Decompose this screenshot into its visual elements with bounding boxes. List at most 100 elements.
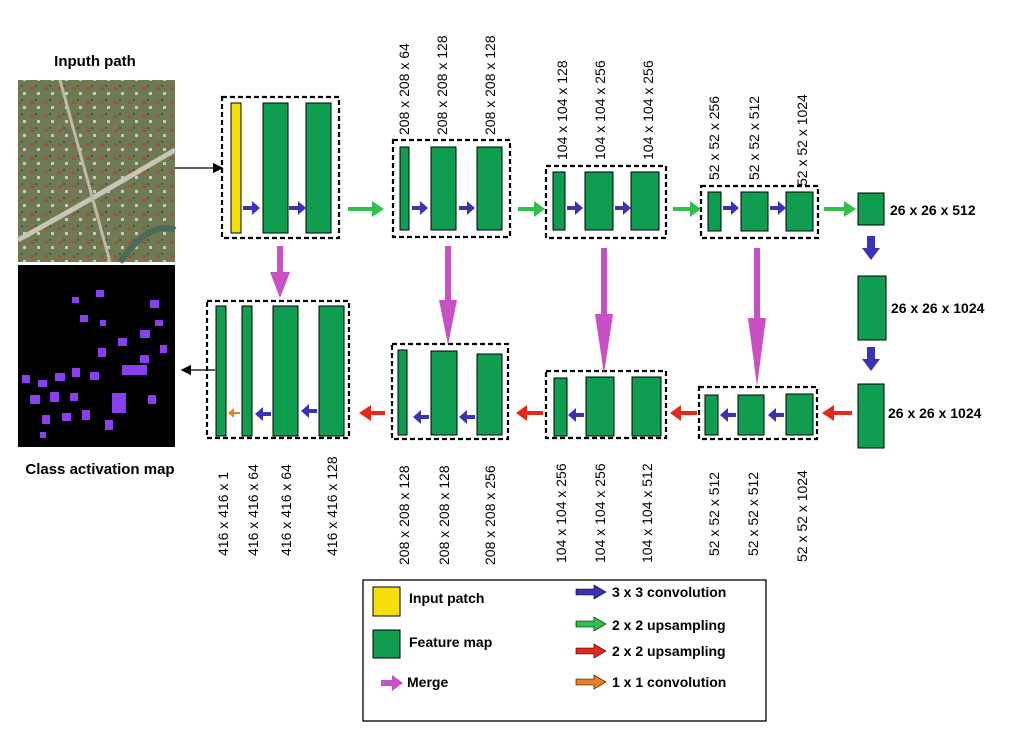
conv-arrow <box>289 201 306 215</box>
decoder-block-4 <box>697 385 819 441</box>
feature-map <box>857 383 885 449</box>
feature-map <box>430 146 457 231</box>
decoder-block-1 <box>205 299 351 440</box>
dim-label: 104 x 104 x 512 <box>639 463 655 563</box>
feature-map <box>740 191 769 232</box>
legend-orange-arrow <box>575 674 607 690</box>
legend-conv3-label: 3 x 3 convolution <box>612 584 726 600</box>
feature-map <box>857 192 885 226</box>
feature-map <box>399 146 410 231</box>
conv-arrow <box>459 201 475 215</box>
dim-label: 104 x 104 x 256 <box>592 60 608 160</box>
feature-map <box>631 376 662 437</box>
feature-map <box>305 102 332 234</box>
group-boxes <box>205 95 820 441</box>
dim-label: 26 x 26 x 1024 <box>891 300 985 316</box>
feature-map <box>262 102 289 234</box>
green-arrow <box>673 201 701 217</box>
bottleneck-feature-maps <box>857 192 887 449</box>
encoder-block-4 <box>699 184 820 240</box>
merge-arrow <box>595 248 613 374</box>
decoder-feature-maps <box>215 305 814 437</box>
decoder-block-3 <box>544 369 668 440</box>
legend-red-label: 2 x 2 upsampling <box>612 643 726 659</box>
legend: Input patch Feature map Merge 3 x 3 conv… <box>362 579 767 722</box>
dim-label: 416 x 416 x 64 <box>278 464 294 556</box>
dim-label: 208 x 208 x 128 <box>436 465 452 565</box>
input-patch-block <box>230 102 242 234</box>
green-arrow <box>824 201 856 217</box>
legend-merge-label: Merge <box>407 674 448 690</box>
feature-map <box>476 146 503 231</box>
dim-label: 208 x 208 x 128 <box>396 465 412 565</box>
feature-map <box>630 171 660 231</box>
conv-arrow <box>243 201 260 215</box>
dim-label: 208 x 208 x 128 <box>434 35 450 135</box>
bottleneck-labels: 26 x 26 x 512 26 x 26 x 1024 26 x 26 x 1… <box>888 202 985 421</box>
dim-label: 52 x 52 x 512 <box>746 96 762 180</box>
conv-arrow <box>413 410 429 424</box>
dim-label: 52 x 52 x 1024 <box>794 94 810 186</box>
legend-red-arrow <box>575 643 607 659</box>
feature-map <box>272 305 299 437</box>
dim-label: 208 x 208 x 128 <box>482 35 498 135</box>
conv-arrow <box>862 236 880 260</box>
feature-map <box>215 305 227 437</box>
feature-map <box>397 349 408 436</box>
dim-label: 416 x 416 x 1 <box>215 472 231 556</box>
conv-arrow <box>768 408 784 422</box>
conv-arrow <box>862 347 880 371</box>
conv-arrow <box>723 201 739 215</box>
feature-map <box>552 171 566 231</box>
legend-input-swatch <box>372 586 401 617</box>
legend-merge-arrow <box>381 675 403 691</box>
red-arrow <box>670 405 697 421</box>
legend-input-label: Input patch <box>409 590 484 606</box>
encoder-dim-labels: 208 x 208 x 64 208 x 208 x 128 208 x 208… <box>396 35 810 186</box>
dim-label: 26 x 26 x 512 <box>890 202 976 218</box>
legend-green-label: 2 x 2 upsampling <box>612 617 726 633</box>
class-activation-map-image <box>18 265 175 447</box>
conv1-arrow <box>228 408 240 418</box>
conv-arrow <box>770 201 786 215</box>
decoder-dim-labels: 416 x 416 x 1 416 x 416 x 64 416 x 416 x… <box>215 456 810 565</box>
conv-arrow <box>567 201 583 215</box>
encoder-feature-maps <box>230 102 814 234</box>
conv-arrow <box>615 201 631 215</box>
feature-map <box>704 394 719 436</box>
dim-label: 104 x 104 x 256 <box>640 60 656 160</box>
output-image-title: Class activation map <box>25 461 174 478</box>
feature-map <box>476 353 503 436</box>
dim-label: 104 x 104 x 128 <box>554 60 570 160</box>
feature-map <box>857 275 887 341</box>
legend-green-arrow <box>575 616 607 632</box>
encoder-block-1 <box>220 95 341 240</box>
dim-label: 52 x 52 x 1024 <box>794 470 810 562</box>
dim-label: 26 x 26 x 1024 <box>888 405 982 421</box>
dim-label: 104 x 104 x 256 <box>592 463 608 563</box>
feature-map <box>553 377 568 437</box>
feature-map <box>737 394 765 436</box>
green-arrow <box>518 201 545 217</box>
conv-arrow <box>459 410 475 424</box>
encoder-block-3 <box>544 164 668 240</box>
feature-map <box>584 171 614 231</box>
conv3-arrows <box>243 201 880 424</box>
legend-feature-label: Feature map <box>409 634 492 650</box>
conv-arrow <box>255 407 271 421</box>
conv-arrow <box>568 408 584 422</box>
input-image-title: Inputh path <box>54 53 136 70</box>
legend-conv3-arrow <box>575 584 607 600</box>
feature-map <box>318 305 345 437</box>
legend-frame <box>362 579 767 722</box>
feature-map <box>585 376 615 437</box>
dim-label: 208 x 208 x 256 <box>482 465 498 565</box>
dim-label: 416 x 416 x 128 <box>324 456 340 556</box>
red-arrow <box>359 405 385 421</box>
legend-conv1-label: 1 x 1 convolution <box>612 674 726 690</box>
feature-map <box>785 191 814 232</box>
conv-arrow <box>720 408 736 422</box>
feature-map <box>241 305 253 437</box>
encoder-block-2 <box>391 138 512 239</box>
